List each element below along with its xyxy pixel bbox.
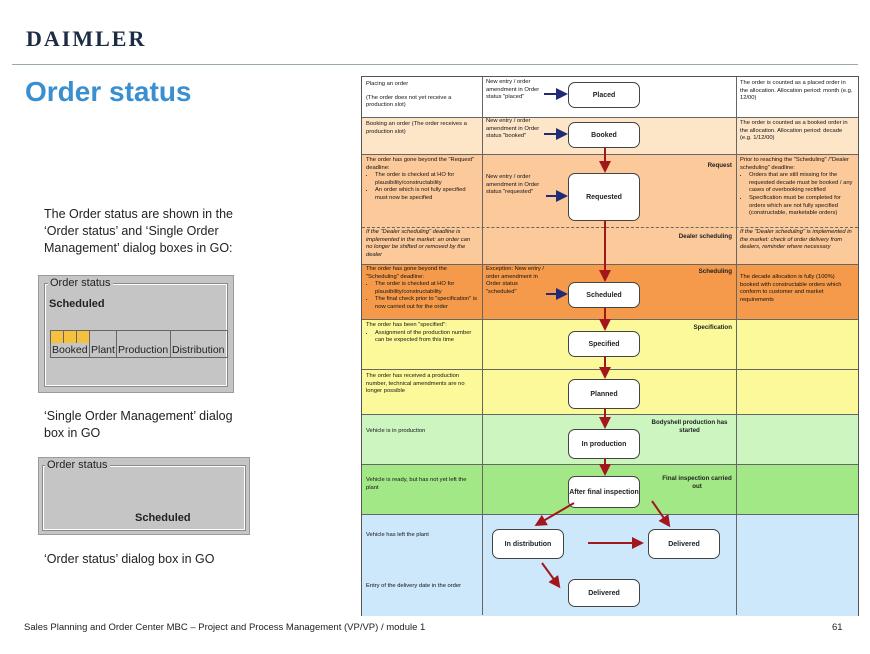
progress-step-production: Production [117, 331, 171, 357]
header-divider [12, 64, 858, 65]
arrow-final-delivered [651, 500, 671, 528]
single-order-caption: ‘Single Order Management’ dialog box in … [44, 409, 233, 440]
progress-step-label: Distribution [172, 344, 225, 356]
status-box-placed: Placed [568, 82, 640, 108]
order-status-caption: ‘Order status’ dialog box in GO [44, 552, 215, 566]
final-left-text: Vehicle is ready, but has not yet left t… [366, 477, 467, 491]
progress-step-distribution: Distribution [171, 331, 227, 357]
production-left-text: Vehicle is in production [366, 428, 426, 434]
requested-right-italic: If the "Dealer scheduling" is implemente… [740, 229, 852, 251]
specification-tag: Specification [693, 324, 732, 331]
scheduled-right-text: The decade allocation is fully (100%) bo… [740, 274, 842, 303]
placed-mid-text: New entry / order amendment in Order sta… [486, 79, 540, 101]
status-box-delivered: Delivered [568, 579, 640, 607]
status-box-requested: Requested [568, 173, 640, 221]
placed-left-text: Placing an order(The order does not yet … [366, 81, 452, 109]
progress-step-label: Production [118, 344, 169, 356]
requested-left-italic: If the "Dealer scheduling" deadline is i… [366, 229, 471, 258]
requested-right-text: Prior to reaching the "Scheduling" /"Dea… [740, 157, 854, 218]
status-box-delivered-top: Delivered [648, 529, 720, 559]
dealer-scheduling-tag: Dealer scheduling [678, 233, 732, 240]
flow-arrows [534, 88, 671, 589]
planned-left-text: The order has received a production numb… [366, 373, 465, 395]
status-box-specified: Specified [568, 331, 640, 357]
booked-mid-text: New entry / order amendment in Order sta… [486, 118, 540, 140]
status-box-after-final-inspection: After final inspection [568, 476, 640, 508]
progress-step-label: Booked [52, 344, 88, 356]
scheduled-left-text: The order has gone beyond the "Schedulin… [366, 266, 478, 312]
column-divider [482, 77, 483, 615]
order-status-group [42, 465, 246, 531]
dealer-scheduling-divider [362, 227, 858, 228]
placed-right-text: The order is counted as a placed order i… [740, 80, 853, 102]
order-status-group [44, 283, 228, 387]
order-status-legend: Order status [45, 459, 110, 471]
arrow-distribution-delivered-bottom [541, 562, 561, 589]
scheduled-mid-text: Exception: New entry / order amendment i… [486, 266, 544, 295]
status-box-scheduled: Scheduled [568, 282, 640, 308]
single-order-management-dialog: Order status Scheduled Booked Plant Prod… [38, 275, 234, 393]
order-status-dialog: Order status Scheduled [38, 457, 250, 535]
request-tag: Request [707, 162, 732, 169]
daimler-logo: DAIMLER [26, 26, 147, 51]
column-divider [736, 77, 737, 615]
bodyshell-tag: Bodyshell production has started [651, 419, 728, 434]
order-status-flow-diagram: Placing an order(The order does not yet … [361, 76, 859, 616]
page-number: 61 [832, 622, 843, 633]
order-status-value: Scheduled [49, 298, 105, 310]
booked-right-text: The order is counted as a booked order i… [740, 120, 848, 142]
progress-step-plant: Plant [90, 331, 117, 357]
order-status-legend: Order status [48, 277, 113, 289]
booked-left-text: Booking an order (The order receives a p… [366, 121, 467, 135]
order-progress-bar: Booked Plant Production Distribution [50, 330, 228, 358]
progress-step-booked: Booked [51, 331, 90, 357]
arrow-final-distribution [534, 502, 575, 527]
delivery-date-text: Entry of the delivery date in the order [366, 583, 462, 589]
status-box-booked: Booked [568, 122, 640, 148]
requested-left-text: The order has gone beyond the "Request" … [366, 157, 478, 203]
status-box-in-distribution: In distribution [492, 529, 564, 559]
scheduling-tag: Scheduling [698, 268, 732, 275]
specified-left-text: The order has been "specified": Assignme… [366, 322, 478, 345]
requested-mid-text: New entry / order amendment in Order sta… [486, 174, 540, 196]
final-inspection-tag: Final inspection carried out [662, 475, 732, 490]
status-box-in-production: In production [568, 429, 640, 459]
progress-fill [51, 331, 90, 343]
progress-step-label: Plant [91, 344, 115, 356]
left-plant-text: Vehicle has left the plant [366, 532, 429, 538]
intro-text: The Order status are shown in the ‘Order… [44, 207, 233, 255]
order-status-value: Scheduled [135, 512, 191, 524]
page-title: Order status [25, 76, 192, 107]
status-box-planned: Planned [568, 379, 640, 409]
footer-text: Sales Planning and Order Center MBC – Pr… [24, 622, 426, 633]
